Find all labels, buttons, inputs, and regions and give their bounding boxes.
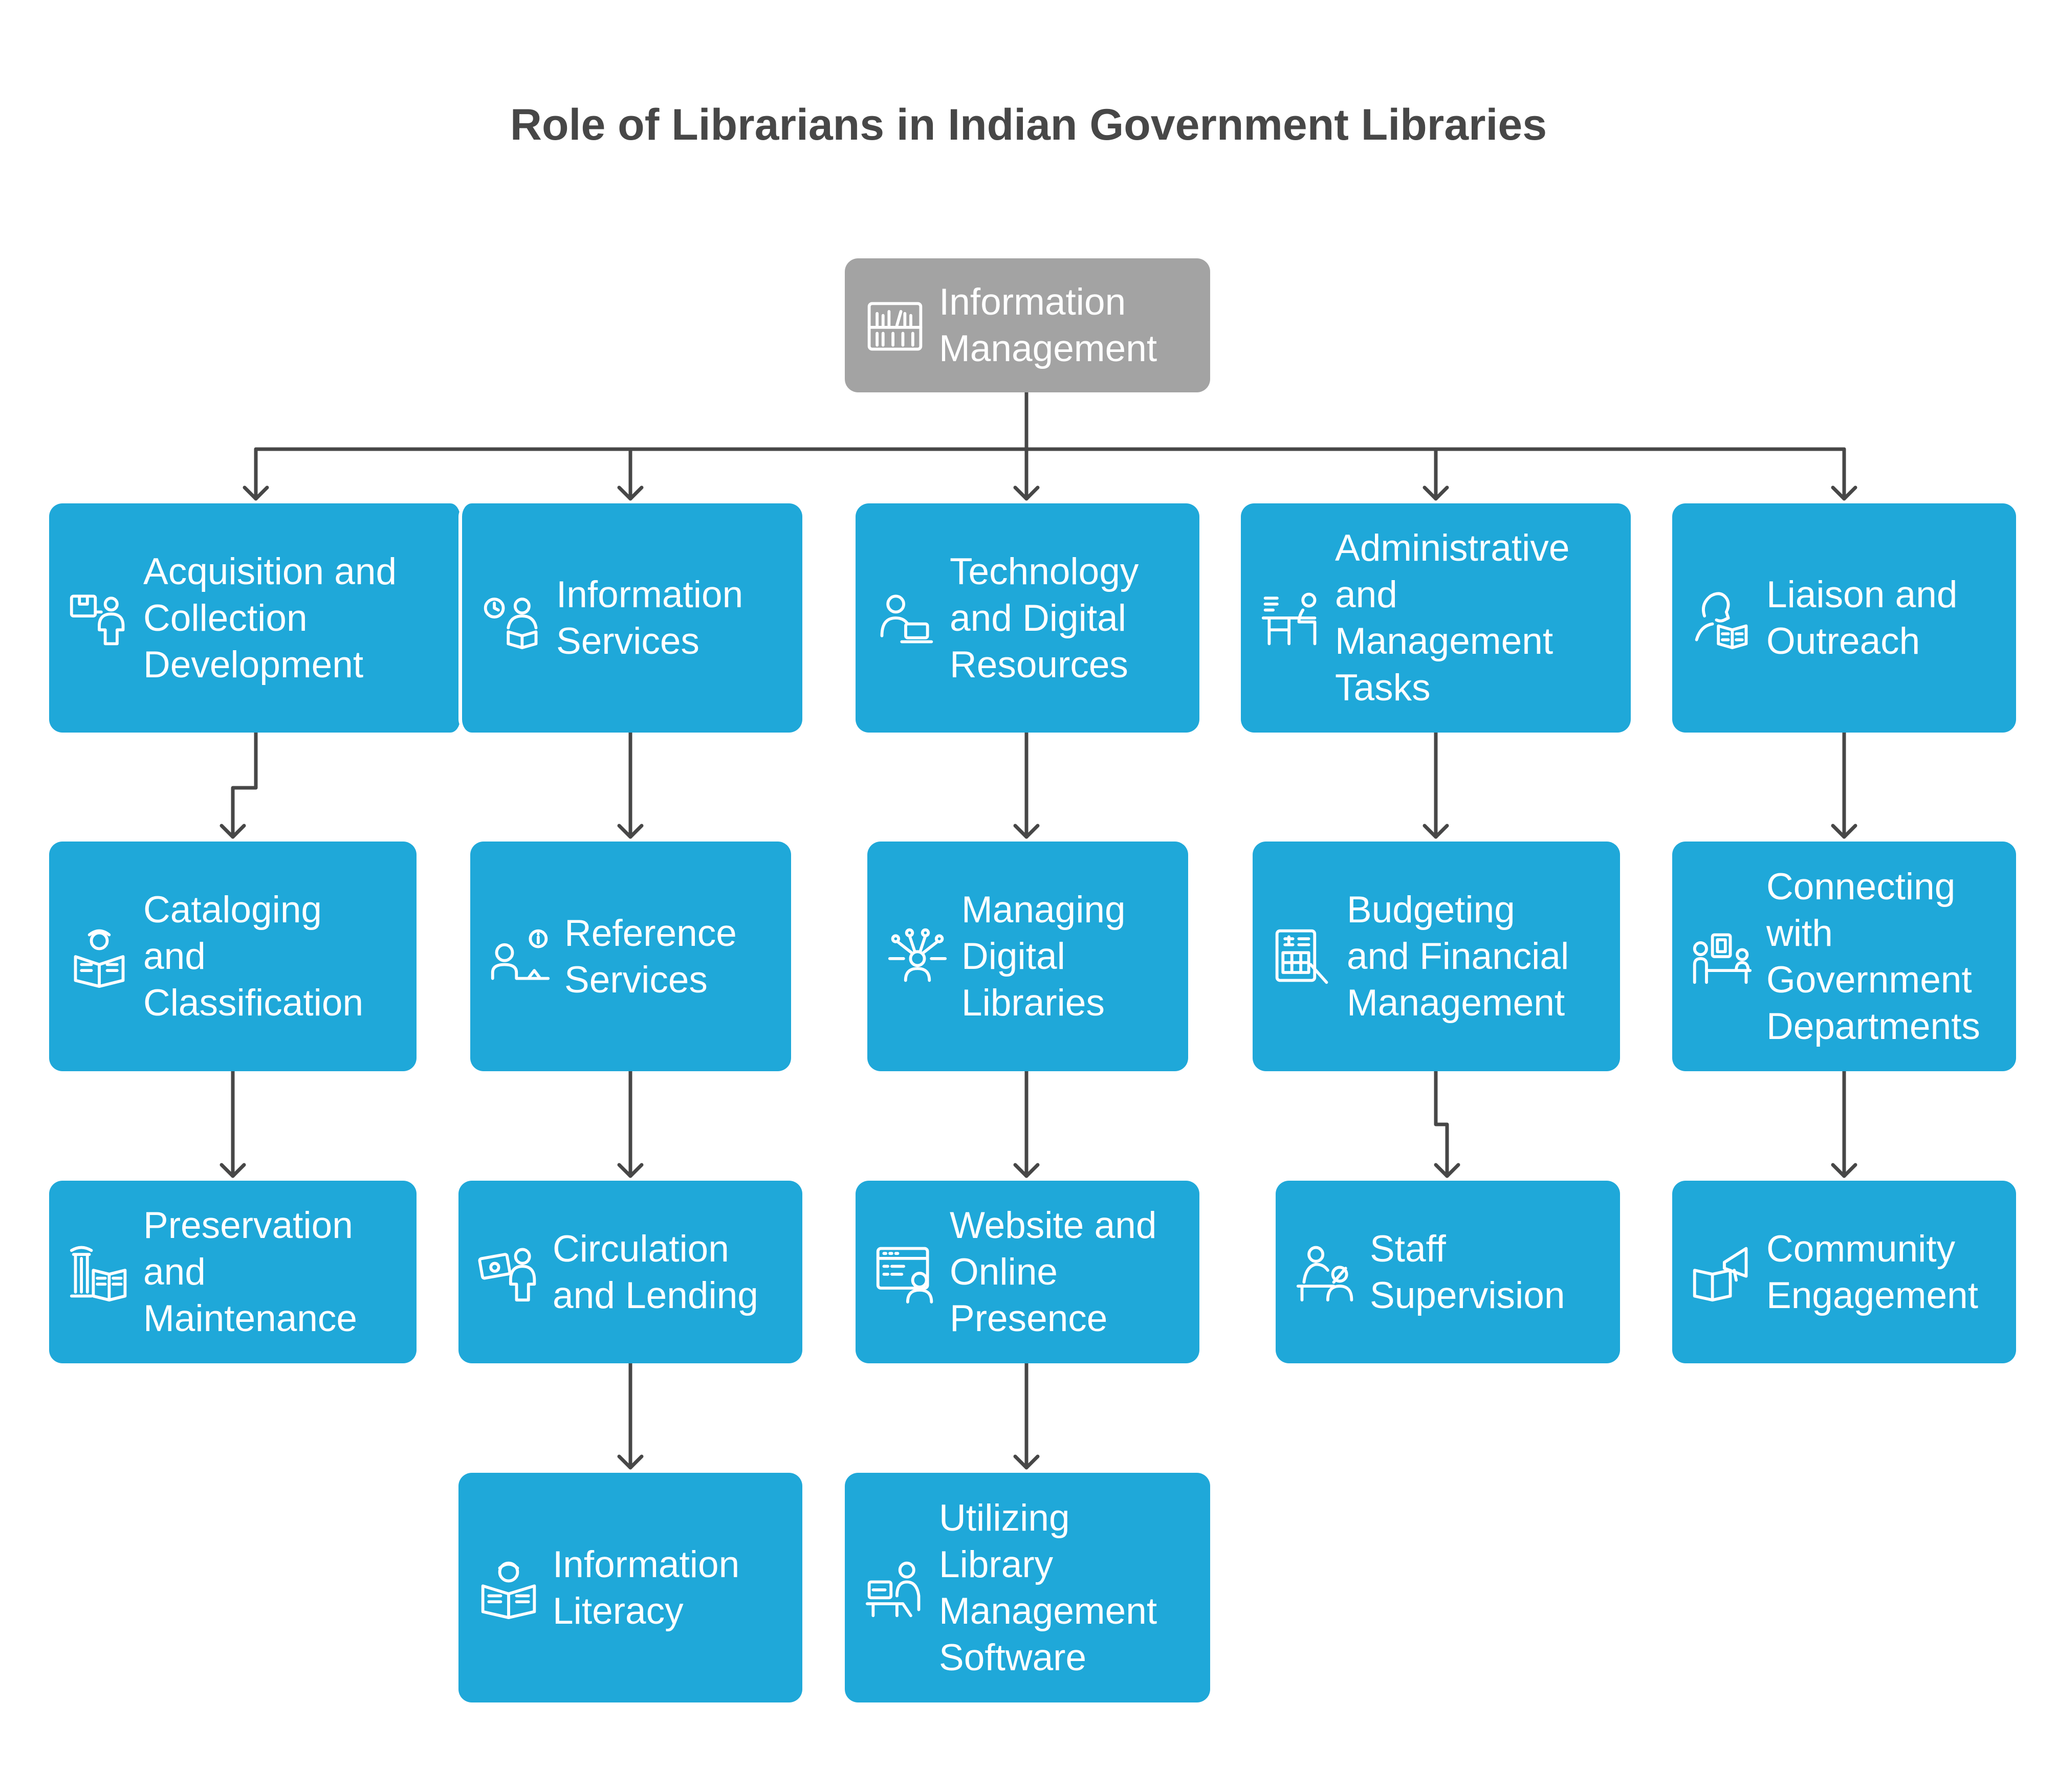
person-open-book-icon <box>477 1556 540 1620</box>
person-laptop-icon <box>874 586 937 650</box>
arrowhead <box>617 485 644 501</box>
arrowhead <box>1831 485 1857 501</box>
box-person-icon <box>68 586 131 650</box>
node-label: Information Literacy <box>553 1543 740 1632</box>
node-label: Circulation and Lending <box>553 1228 758 1316</box>
money-person-icon <box>477 1241 540 1304</box>
node-information-management[interactable]: Information Management <box>845 258 1210 392</box>
arrowhead <box>1423 485 1449 501</box>
person-desk-computer-icon <box>863 1556 927 1620</box>
browser-user-icon <box>874 1241 937 1304</box>
node-label: Information Services <box>556 574 743 662</box>
arrowhead <box>617 1163 644 1178</box>
node-reference-services[interactable]: Reference Services <box>470 842 791 1071</box>
diagram-title: Role of Librarians in Indian Government … <box>510 100 1547 149</box>
node-label: Managing Digital Libraries <box>961 889 1126 1024</box>
node-staff-supervision[interactable]: Staff Supervision <box>1276 1181 1620 1363</box>
node-technology-digital-resources[interactable]: Technology and Digital Resources <box>856 503 1199 733</box>
node-label: Administrative and Management Tasks <box>1335 527 1570 709</box>
node-website-online-presence[interactable]: Website and Online Presence <box>856 1181 1199 1363</box>
node-label: Information Management <box>939 281 1157 369</box>
arrowhead <box>1013 485 1040 501</box>
arrowhead <box>243 485 269 501</box>
node-managing-digital-libraries[interactable]: Managing Digital Libraries <box>867 842 1188 1071</box>
node-label: Acquisition and Collection Development <box>143 550 397 685</box>
connector-4-b <box>1434 1069 1449 1178</box>
arrowhead <box>617 824 644 839</box>
people-building-icon <box>1691 925 1754 988</box>
node-label: Cataloging and Classification <box>143 889 364 1024</box>
node-connecting-government-departments[interactable]: Connecting with Government Departments <box>1672 842 2016 1071</box>
arrowhead <box>220 824 246 839</box>
node-label: Liaison and Outreach <box>1766 574 1958 662</box>
megaphone-book-icon <box>1691 1241 1754 1304</box>
head-book-icon <box>1691 586 1754 650</box>
node-label: Staff Supervision <box>1370 1228 1565 1316</box>
arrowhead <box>1013 1163 1040 1178</box>
node-label: Website and Online Presence <box>950 1205 1157 1339</box>
node-label: Preservation and Maintenance <box>143 1205 358 1339</box>
node-circulation-lending[interactable]: Circulation and Lending <box>458 1181 802 1363</box>
arrowhead <box>220 1163 246 1178</box>
budget-document-icon <box>1271 925 1334 988</box>
node-label: Connecting with Government Departments <box>1766 866 1980 1047</box>
reader-book-icon <box>68 925 131 988</box>
node-acquisition-collection-development[interactable]: Acquisition and Collection Development <box>49 503 464 733</box>
node-label: Community Engagement <box>1766 1228 1978 1316</box>
node-information-literacy[interactable]: Information Literacy <box>458 1473 802 1702</box>
node-liaison-outreach[interactable]: Liaison and Outreach <box>1672 503 2016 733</box>
node-label: Budgeting and Financial Management <box>1347 889 1569 1024</box>
clock-person-icon <box>480 586 544 650</box>
node-label: Reference Services <box>564 912 737 1001</box>
desk-manager-icon <box>1259 586 1323 650</box>
node-administrative-management-tasks[interactable]: Administrative and Management Tasks <box>1241 503 1631 733</box>
arrowhead <box>1831 1163 1857 1178</box>
node-information-services[interactable]: Information Services <box>458 503 802 733</box>
arrowhead <box>1013 824 1040 839</box>
arrowhead <box>1434 1163 1460 1178</box>
node-utilizing-library-management-software[interactable]: Utilizing Library Management Software <box>845 1473 1210 1702</box>
node-label: Technology and Digital Resources <box>950 550 1139 685</box>
pillar-book-icon <box>68 1241 131 1304</box>
network-person-icon <box>886 925 949 988</box>
node-cataloging-classification[interactable]: Cataloging and Classification <box>49 842 417 1071</box>
library-bookshelf-icon <box>863 294 927 357</box>
arrowhead <box>1013 1454 1040 1470</box>
node-budgeting-financial-management[interactable]: Budgeting and Financial Management <box>1253 842 1620 1071</box>
arrowhead <box>1831 824 1857 839</box>
arrowhead <box>617 1454 644 1470</box>
supervisor-staff-icon <box>1294 1241 1358 1304</box>
person-info-icon <box>489 925 552 988</box>
node-community-engagement[interactable]: Community Engagement <box>1672 1181 2016 1363</box>
connector-1-a <box>231 731 258 839</box>
node-preservation-maintenance[interactable]: Preservation and Maintenance <box>49 1181 417 1363</box>
node-label: Utilizing Library Management Software <box>939 1497 1157 1678</box>
arrowhead <box>1423 824 1449 839</box>
